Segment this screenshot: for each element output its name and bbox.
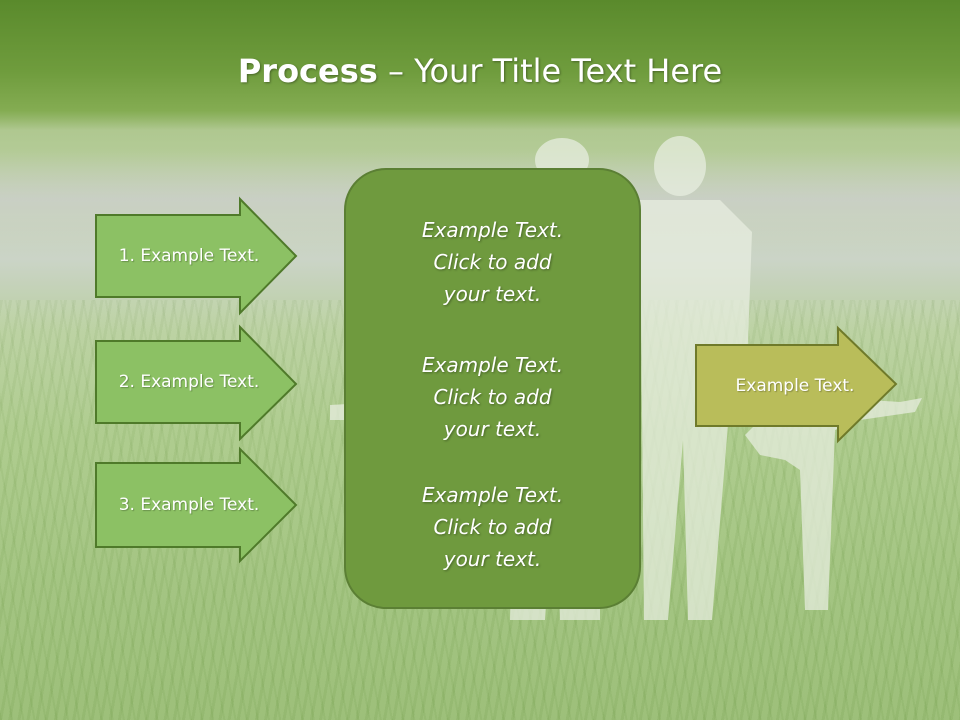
- center-block-1: Example Text. Click to add your text.: [346, 214, 639, 310]
- center-block-1-line-1: Example Text.: [421, 218, 564, 242]
- arrow-shape: [695, 325, 898, 444]
- title-rest-part: – Your Title Text Here: [377, 52, 723, 90]
- arrow-shape: [95, 446, 298, 564]
- center-block-3-line-3: your text.: [443, 547, 542, 571]
- left-arrow-3-label: 3. Example Text.: [118, 495, 260, 515]
- center-block-2: Example Text. Click to add your text.: [346, 349, 639, 445]
- arrow-shape: [95, 324, 298, 442]
- left-arrow-2[interactable]: 2. Example Text.: [95, 324, 300, 442]
- title-band: [0, 0, 960, 130]
- right-arrow-label: Example Text.: [735, 375, 855, 396]
- left-arrow-3[interactable]: 3. Example Text.: [95, 446, 300, 564]
- center-text-box[interactable]: Example Text. Click to add your text. Ex…: [344, 168, 641, 609]
- arrow-shape: [95, 196, 298, 316]
- left-arrow-1[interactable]: 1. Example Text.: [95, 196, 300, 316]
- center-block-2-line-2: Click to add: [433, 385, 552, 409]
- right-arrow[interactable]: Example Text.: [695, 325, 901, 444]
- center-block-2-line-1: Example Text.: [421, 353, 564, 377]
- left-arrow-2-label: 2. Example Text.: [118, 372, 260, 392]
- left-arrow-1-label: 1. Example Text.: [118, 246, 260, 266]
- slide-title[interactable]: Process – Your Title Text Here: [0, 52, 960, 90]
- center-block-1-line-3: your text.: [443, 282, 542, 306]
- center-block-1-line-2: Click to add: [433, 250, 552, 274]
- title-bold-part: Process: [237, 52, 378, 90]
- center-block-3-line-1: Example Text.: [421, 483, 564, 507]
- center-block-2-line-3: your text.: [443, 417, 542, 441]
- center-block-3: Example Text. Click to add your text.: [346, 479, 639, 575]
- center-block-3-line-2: Click to add: [433, 515, 552, 539]
